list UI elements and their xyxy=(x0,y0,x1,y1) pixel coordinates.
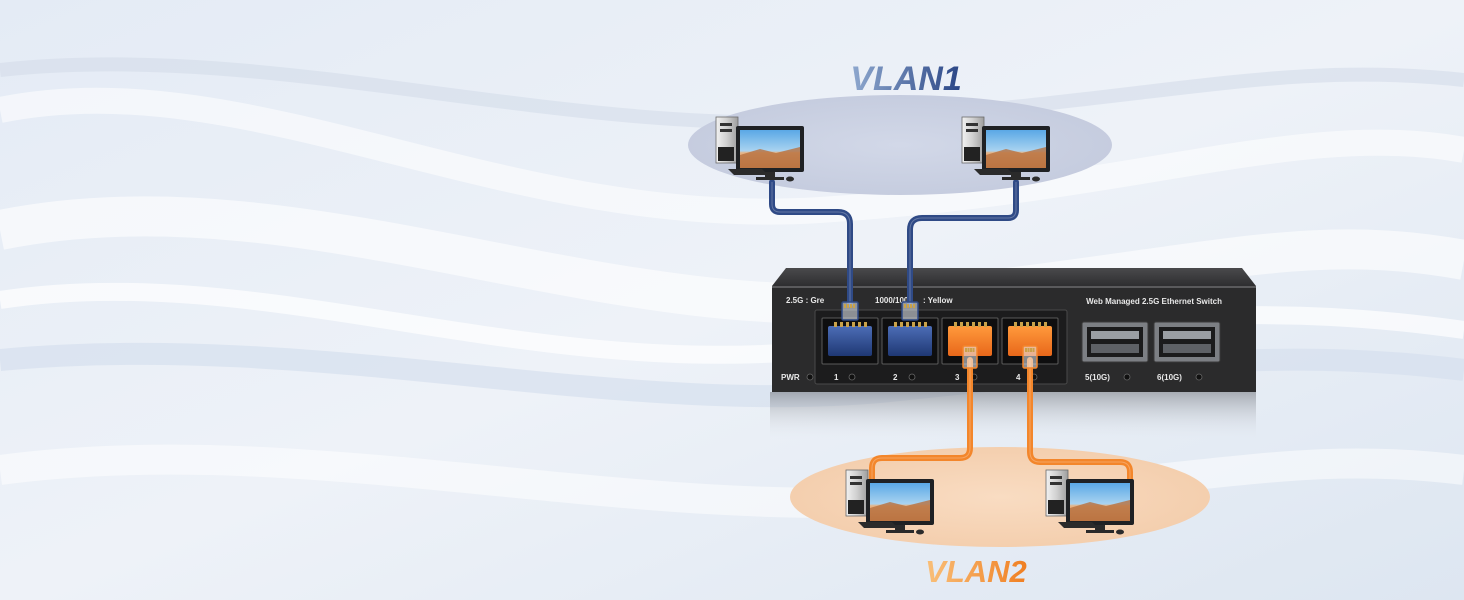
rj45-connector-port-2 xyxy=(901,301,919,321)
sfp-port-5[interactable]: 5(10G) xyxy=(1081,321,1149,382)
cable-port-3 xyxy=(869,357,973,483)
port-4-label: 4 xyxy=(1016,373,1021,382)
port-1[interactable]: 1 xyxy=(821,317,879,382)
speed-legend-suffix: 1000/100 xyxy=(875,296,909,305)
rj45-connector-port-1 xyxy=(841,301,859,321)
mouse-icon xyxy=(916,529,924,535)
port-2[interactable]: 2 xyxy=(881,317,939,382)
keyboard-icon xyxy=(974,169,1014,175)
pc-vlan1-left xyxy=(715,116,804,182)
sfp-port-6-led xyxy=(1195,373,1203,381)
cable-port-2 xyxy=(907,179,1019,307)
cable-port-4 xyxy=(1027,357,1133,487)
port-2-label: 2 xyxy=(893,373,898,382)
rj45-connector-port-4 xyxy=(1022,345,1038,369)
mouse-icon xyxy=(1116,529,1124,535)
mouse-icon xyxy=(1032,176,1040,182)
keyboard-icon xyxy=(1058,522,1098,528)
sfp-port-6-label: 6(10G) xyxy=(1157,373,1182,382)
port-3[interactable]: 3 xyxy=(941,317,999,382)
sfp-port-5-led xyxy=(1123,373,1131,381)
keyboard-icon xyxy=(858,522,898,528)
keyboard-icon xyxy=(728,169,768,175)
cable-port-1 xyxy=(769,179,853,307)
switch-product-label: Web Managed 2.5G Ethernet Switch xyxy=(1086,297,1222,306)
port-1-plug xyxy=(828,326,872,356)
port-1-led xyxy=(848,373,856,381)
rj45-connector-port-3 xyxy=(962,345,978,369)
port-4[interactable]: 4 xyxy=(1001,317,1059,382)
speed-legend-prefix: 2.5G : Gre xyxy=(786,296,825,305)
speed-legend-tail: : Yellow xyxy=(923,296,953,305)
port-3-label: 3 xyxy=(955,373,960,382)
pc-vlan2-right xyxy=(1045,469,1134,535)
port-2-plug xyxy=(888,326,932,356)
power-label: PWR xyxy=(781,373,800,382)
power-led xyxy=(806,373,814,381)
port-3-plug xyxy=(948,326,992,356)
port-4-plug xyxy=(1008,326,1052,356)
port-2-led xyxy=(908,373,916,381)
cables xyxy=(769,179,1133,487)
switch-top-face xyxy=(772,268,1256,286)
sfp-port-5-label: 5(10G) xyxy=(1085,373,1110,382)
sfp-port-6[interactable]: 6(10G) xyxy=(1153,321,1221,382)
mouse-icon xyxy=(786,176,794,182)
pc-vlan2-left xyxy=(845,469,934,535)
switch-reflection xyxy=(770,392,1256,442)
ethernet-switch: 2.5G : Gre 1000/100 : Yellow Web Managed… xyxy=(772,268,1256,392)
port-1-label: 1 xyxy=(834,373,839,382)
vlan1-title: VLAN1 xyxy=(850,60,961,98)
vlan2-title: VLAN2 xyxy=(925,554,1027,589)
pc-vlan1-right xyxy=(961,116,1050,182)
